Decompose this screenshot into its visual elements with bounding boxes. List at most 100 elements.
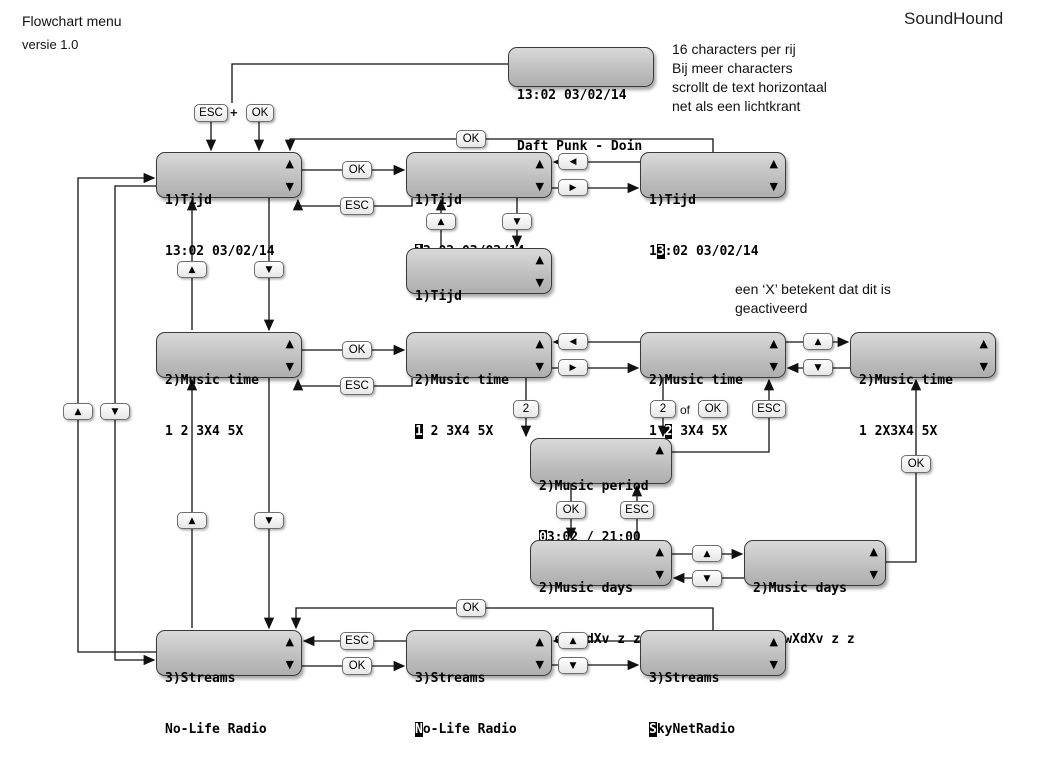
down-indicator-icon: ▼	[535, 276, 544, 289]
x-activated-note: een ‘X’ betekent dat dit is geactiveerd	[735, 280, 891, 318]
lcd-menu-title: 2)Music time	[649, 373, 743, 388]
esc-button: ESC	[752, 400, 786, 418]
up-indicator-icon: ▲	[535, 253, 544, 266]
lcd-value-line: 1 2 3X4 5X	[165, 423, 293, 440]
down-button: ▼	[692, 570, 722, 587]
up-indicator-icon: ▲	[535, 337, 544, 350]
lcd-menu-title: 2)Music time	[859, 373, 953, 388]
lcd-music-days-activated: 2)Music days mXd wXdXv z z ▲▼	[744, 540, 886, 647]
brand-logo: SoundHound	[904, 9, 1004, 28]
ok-button: OK	[342, 341, 372, 359]
cursor-char: 1	[415, 424, 423, 439]
lcd-value-line: SkyNetRadio	[649, 721, 777, 738]
lcd-music-time-main: 2)Music time 1 2 3X4 5X ▲▼	[156, 332, 302, 439]
down-indicator-icon: ▼	[869, 568, 878, 581]
cursor-char: S	[649, 722, 657, 737]
scroll-note: 16 characters per rij Bij meer character…	[672, 40, 827, 116]
down-indicator-icon: ▼	[535, 658, 544, 671]
cursor-right-button: ▶	[558, 179, 588, 196]
lcd-music-time-edit-1: 2)Music time 1 2 3X4 5X ▲▼	[406, 332, 552, 439]
down-indicator-icon: ▼	[769, 180, 778, 193]
lcd-text-segment: 2 3X4 5X	[422, 424, 494, 439]
lcd-value-line: 13:02 03/02/14	[649, 243, 777, 260]
lcd-text-segment: 13:02 03/02/14	[165, 244, 275, 259]
up-button: ▲	[177, 261, 207, 278]
lcd-text-segment: Daft Punk - Doin	[517, 139, 643, 154]
up-button: ▲	[692, 545, 722, 562]
note-line: Bij meer characters	[672, 60, 793, 76]
down-indicator-icon: ▼	[535, 360, 544, 373]
lcd-text-segment: 3X4 5X	[672, 424, 728, 439]
ok-button: OK	[901, 455, 931, 473]
lcd-tijd-edit-2: 1)Tijd 13:02 03/02/14 ▲▼	[640, 152, 786, 259]
up-indicator-icon: ▲	[655, 545, 664, 558]
lcd-menu-title: 1)Tijd	[415, 193, 462, 208]
esc-button: ESC	[340, 377, 374, 395]
page-title: Flowchart menu	[22, 13, 122, 29]
lcd-music-days: 2)Music days m d wXdXv z z ▲▼	[530, 540, 672, 647]
lcd-text-segment: No-Life Radio	[165, 722, 267, 737]
ok-button: OK	[456, 599, 486, 617]
lcd-menu-title: 3)Streams	[415, 671, 486, 686]
lcd-music-time-edit-2: 2)Music time 1 2 3X4 5X ▲▼	[640, 332, 786, 439]
lcd-value-line: 13:02 03/02/14	[165, 243, 293, 260]
down-button: ▼	[558, 657, 588, 674]
down-indicator-icon: ▼	[655, 568, 664, 581]
lcd-text-segment: o-Life Radio	[422, 722, 517, 737]
down-button: ▼	[254, 261, 284, 278]
lcd-menu-title: 3)Streams	[165, 671, 236, 686]
lcd-menu-title: 3)Streams	[649, 671, 720, 686]
ok-button: OK	[698, 400, 728, 418]
lcd-text-segment: 1	[649, 424, 665, 439]
cursor-left-button: ◀	[558, 333, 588, 350]
up-indicator-icon: ▲	[769, 337, 778, 350]
ok-button: OK	[246, 104, 274, 122]
lcd-value-line: No-Life Radio	[415, 721, 543, 738]
up-button: ▲	[803, 333, 833, 350]
lcd-tijd-edit-1: 1)Tijd 13:02 03/02/14 ▲▼	[406, 152, 552, 259]
up-indicator-icon: ▲	[535, 157, 544, 170]
lcd-line-time: 13:02 03/02/14	[517, 88, 627, 103]
up-indicator-icon: ▲	[285, 635, 294, 648]
up-button: ▲	[426, 213, 456, 230]
key-2-button: 2	[650, 400, 676, 418]
lcd-value-line: No-Life Radio	[165, 721, 293, 738]
down-button: ▼	[502, 213, 532, 230]
cursor-char: N	[415, 722, 423, 737]
lcd-menu-title: 1)Tijd	[165, 193, 212, 208]
version-label: versie 1.0	[22, 37, 79, 52]
up-button: ▲	[558, 632, 588, 649]
ok-button: OK	[342, 161, 372, 179]
down-indicator-icon: ▼	[979, 360, 988, 373]
lcd-streams-main: 3)Streams No-Life Radio ▲ ▼	[156, 630, 302, 737]
lcd-text-segment: 1 2 3X4 5X	[165, 424, 244, 439]
ok-button: OK	[456, 130, 486, 148]
up-button: ▲	[63, 403, 93, 420]
lcd-streams-select: 3)Streams No-Life Radio ▲▼	[406, 630, 552, 737]
lcd-now-playing: 13:02 03/02/14 Daft Punk - Doin	[508, 47, 654, 154]
lcd-line-track: Daft Punk - Doin	[517, 138, 645, 155]
note-line: 16 characters per rij	[672, 41, 796, 57]
cursor-left-button: ◀	[558, 153, 588, 170]
cursor-char: 0	[539, 530, 547, 545]
up-indicator-icon: ▲	[655, 443, 664, 456]
key-2-button: 2	[513, 400, 539, 418]
lcd-text-segment: :02 03/02/14	[664, 244, 759, 259]
lcd-menu-title: 2)Music period	[539, 479, 649, 494]
lcd-value-line: 1 2 3X4 5X	[415, 423, 543, 440]
down-button: ▼	[803, 359, 833, 376]
of-label: of	[680, 403, 691, 417]
esc-button: ESC	[340, 632, 374, 650]
lcd-streams-alt: 3)Streams SkyNetRadio ▲▼	[640, 630, 786, 737]
down-indicator-icon: ▼	[769, 658, 778, 671]
note-line: een ‘X’ betekent dat dit is	[735, 281, 891, 297]
note-line: scrollt de text horizontaal	[672, 79, 827, 95]
cursor-right-button: ▶	[558, 359, 588, 376]
lcd-menu-title: 1)Tijd	[649, 193, 696, 208]
down-indicator-icon: ▼	[285, 658, 294, 671]
plus-label: +	[230, 105, 238, 120]
lcd-text-segment: 1	[649, 244, 657, 259]
up-button: ▲	[177, 512, 207, 529]
lcd-value-line: 1 2X3X4 5X	[859, 423, 987, 440]
esc-button: ESC	[340, 197, 374, 215]
